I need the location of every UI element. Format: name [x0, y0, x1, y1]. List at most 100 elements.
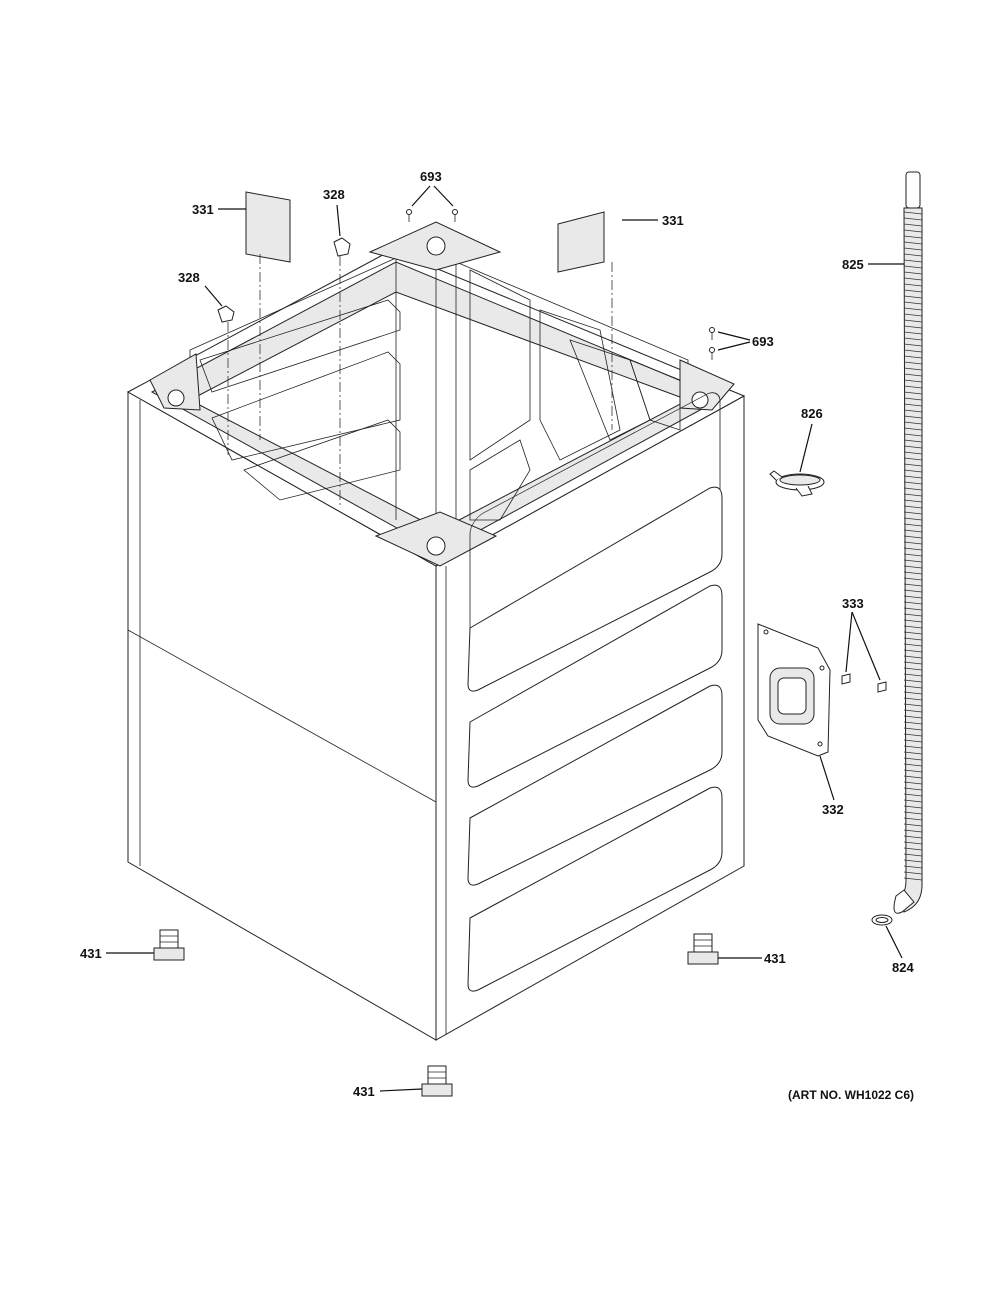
hose-ring — [903, 475, 923, 479]
hose-ring — [903, 727, 923, 731]
hose-ring — [903, 637, 923, 641]
hose-ring — [903, 451, 923, 455]
hose-ring — [903, 259, 923, 263]
hose-ring — [903, 589, 923, 593]
hose-ring — [903, 703, 923, 707]
hose-ring — [903, 403, 923, 407]
hose-ring — [903, 667, 923, 671]
hose-ring — [903, 421, 923, 425]
hose-ring — [903, 853, 923, 857]
hose-ring — [903, 787, 923, 791]
hose-ring — [903, 847, 923, 851]
screws-right — [709, 327, 715, 360]
hose-ring — [903, 631, 923, 635]
hose-ring — [903, 385, 923, 389]
hose-ring — [903, 859, 923, 863]
hose-ring — [903, 715, 923, 719]
hose-ring — [903, 361, 923, 365]
hose-ring — [903, 463, 923, 467]
hose-ring — [903, 391, 923, 395]
hose-ring — [903, 679, 923, 683]
hose-ring — [903, 469, 923, 473]
hose-ring — [903, 721, 923, 725]
hose-ring — [903, 769, 923, 773]
hose-ring — [903, 379, 923, 383]
hose-ring — [903, 445, 923, 449]
hose-ring — [903, 739, 923, 743]
callout-hose: 825 — [842, 257, 864, 272]
hose-ring — [903, 517, 923, 521]
hose-ring — [903, 541, 923, 545]
hose-ring — [903, 673, 923, 677]
elbow-clamp — [871, 914, 893, 926]
hose-clamp — [769, 470, 825, 497]
hose-ring — [903, 865, 923, 869]
hose-ring — [903, 733, 923, 737]
art-number: (ART NO. WH1022 C6) — [788, 1088, 914, 1102]
hose-ring — [903, 691, 923, 695]
hose-ring — [903, 301, 923, 305]
callout-pad-left: 331 — [192, 202, 214, 217]
hose-ring — [903, 757, 923, 761]
leveling-foot-left — [153, 929, 185, 961]
callout-bracket: 332 — [822, 802, 844, 817]
hose-ring — [903, 493, 923, 497]
hose-ring — [903, 565, 923, 569]
hose-ring — [903, 247, 923, 251]
hose-ring — [903, 553, 923, 557]
screws-top — [406, 209, 458, 222]
hose-ring — [903, 745, 923, 749]
callout-clip-upper: 328 — [323, 187, 345, 202]
hose-ring — [903, 355, 923, 359]
mounting-bracket — [757, 623, 831, 757]
hose-ring — [903, 877, 923, 881]
hose-ring — [903, 349, 923, 353]
leveling-foot-front — [421, 1065, 453, 1097]
hose-ring — [903, 697, 923, 701]
hose-ring — [903, 283, 923, 287]
hose-ring — [903, 325, 923, 329]
hose-ring — [903, 223, 923, 227]
hose-ring — [903, 625, 923, 629]
hose-ring — [903, 709, 923, 713]
hose-ring — [903, 547, 923, 551]
hose-ring — [903, 763, 923, 767]
hose-ring — [903, 811, 923, 815]
callout-clip-left: 328 — [178, 270, 200, 285]
hose-ring — [903, 685, 923, 689]
hose-ring — [903, 307, 923, 311]
hose-ring — [903, 295, 923, 299]
hose-ring — [903, 601, 923, 605]
hose-ring — [903, 439, 923, 443]
callout-hose-clamp: 826 — [801, 406, 823, 421]
hose-ring — [903, 271, 923, 275]
hose-ring — [903, 499, 923, 503]
hose-ring — [903, 607, 923, 611]
hose-ring — [903, 835, 923, 839]
callout-labels: 331 331 328 328 693 693 825 826 333 332 … — [80, 169, 914, 1102]
hose-ring — [903, 277, 923, 281]
hose-ring — [903, 487, 923, 491]
hose-ring — [903, 511, 923, 515]
insulation-pad-right — [557, 211, 613, 430]
hose-ring — [903, 751, 923, 755]
hose-ring — [903, 331, 923, 335]
hose-ring — [903, 529, 923, 533]
hose-ring — [903, 373, 923, 377]
hose-ring — [903, 799, 923, 803]
hose-ring — [903, 559, 923, 563]
hose-ring — [903, 409, 923, 413]
hose-ring — [903, 817, 923, 821]
clip-upper — [333, 237, 351, 505]
hose-ring — [903, 775, 923, 779]
hose-ring — [903, 229, 923, 233]
hose-ring — [903, 415, 923, 419]
hose-ring — [903, 211, 923, 215]
hose-ring — [903, 871, 923, 875]
callout-elbow-clamp: 824 — [892, 960, 914, 975]
callout-foot-left: 431 — [80, 946, 102, 961]
hose-ring — [903, 595, 923, 599]
hose-ring — [903, 427, 923, 431]
hose-ring — [903, 217, 923, 221]
